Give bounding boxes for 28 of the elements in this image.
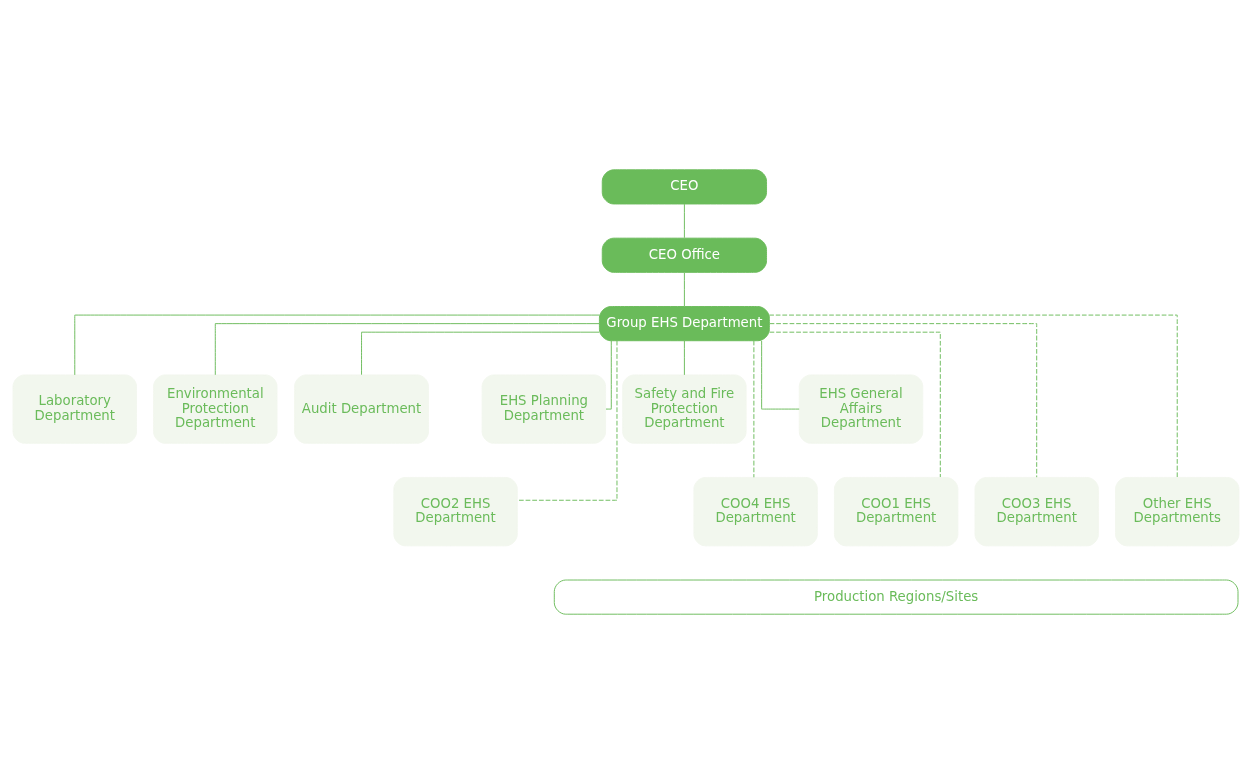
- connector: [605, 339, 612, 410]
- node-box: Laboratory Department: [12, 373, 137, 444]
- node-box: COO1 EHS Department: [833, 476, 959, 546]
- node-box: CEO: [601, 168, 767, 204]
- connector: [74, 314, 600, 375]
- connector: [214, 322, 600, 375]
- connector: [769, 331, 941, 477]
- connector: [361, 331, 600, 375]
- connector: [517, 339, 618, 501]
- node-box: Environmental Protection Department: [153, 373, 278, 444]
- node-box: COO4 EHS Department: [693, 476, 818, 546]
- connector: [753, 340, 755, 478]
- connector: [683, 339, 685, 375]
- node-box: Safety and Fire Protection Department: [622, 373, 747, 444]
- connector: [683, 271, 685, 307]
- node-box: Production Regions/Sites: [553, 579, 1239, 615]
- node-box: COO2 EHS Department: [393, 476, 518, 546]
- connector: [769, 322, 1038, 478]
- connector: [768, 314, 1178, 478]
- connector: [683, 203, 685, 238]
- node-box: Group EHS Department: [598, 305, 770, 341]
- node-box: Audit Department: [294, 373, 429, 444]
- node-box: EHS Planning Department: [481, 373, 607, 444]
- node-box: EHS General Affairs Department: [798, 373, 924, 444]
- node-box: COO3 EHS Department: [974, 476, 1099, 546]
- connector: [761, 339, 800, 410]
- node-box: Other EHS Departments: [1115, 476, 1240, 546]
- node-box: CEO Office: [601, 237, 767, 273]
